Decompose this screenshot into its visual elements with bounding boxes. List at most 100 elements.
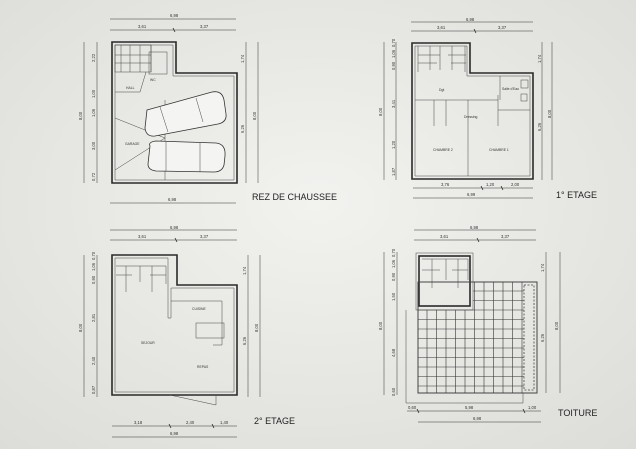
car-icon bbox=[147, 140, 226, 173]
dim-right: 6,26 bbox=[240, 124, 245, 133]
dim-left: 0,70 bbox=[91, 251, 96, 260]
dim-top-left: 3,61 bbox=[440, 234, 449, 239]
wc-room bbox=[148, 51, 168, 75]
room-label-repas: REPAS bbox=[197, 365, 209, 369]
dim-top-left: 3,61 bbox=[138, 24, 147, 29]
dim-bottom: 1,40 bbox=[220, 420, 229, 425]
dim-left: 1,50 bbox=[391, 292, 396, 301]
kitchen-island bbox=[195, 322, 225, 339]
dim-bottom-total: 6,98 bbox=[168, 197, 177, 202]
plan-toiture: 6,98 3,61 3,37 0,60 5,98 1,00 6,98 8,00 … bbox=[378, 225, 597, 423]
plan-2e-etage: 6,98 3,61 3,37 3,18 2,40 1,40 6,98 8,00 … bbox=[78, 225, 295, 438]
dim-left: 2,22 bbox=[91, 53, 96, 62]
dim-right: 6,26 bbox=[540, 333, 545, 342]
dim-right: 1,74 bbox=[537, 54, 542, 63]
dim-top-right: 3,37 bbox=[200, 234, 209, 239]
stair-housing bbox=[418, 255, 471, 307]
room-label-hall: HALL bbox=[126, 86, 135, 90]
plan-title-1er-etage: 1° ETAGE bbox=[556, 190, 597, 200]
dim-right: 1,74 bbox=[540, 263, 545, 272]
dim-top-total: 6,98 bbox=[170, 225, 179, 230]
plan-1er-etage: 6,98 3,61 3,37 3,76 1,20 2,00 6,99 8,00 … bbox=[378, 17, 597, 200]
dim-bottom: 2,40 bbox=[186, 420, 195, 425]
plan-title-toiture: TOITURE bbox=[558, 408, 597, 418]
dim-left: 2,40 bbox=[91, 356, 96, 365]
dim-right: 6,26 bbox=[537, 122, 542, 131]
dim-left: 2,81 bbox=[91, 313, 96, 322]
dim-left: 1,06 bbox=[91, 108, 96, 117]
dim-bottom: 5,98 bbox=[465, 405, 474, 410]
dimension-lines bbox=[383, 229, 561, 423]
dim-left: 0,70 bbox=[391, 38, 396, 47]
dim-top-right: 3,37 bbox=[200, 24, 209, 29]
terrace-tiles bbox=[417, 281, 538, 394]
dim-right-total: 8,00 bbox=[547, 109, 552, 118]
dim-right: 1,74 bbox=[242, 266, 247, 275]
dim-bottom-total: 6,99 bbox=[467, 192, 476, 197]
exterior-wall bbox=[411, 42, 534, 180]
dim-left-total: 8,00 bbox=[378, 107, 383, 116]
dimension-lines bbox=[383, 21, 553, 199]
shower-icon bbox=[520, 79, 529, 89]
dim-right-total: 8,00 bbox=[252, 111, 257, 120]
dim-left: 1,87 bbox=[391, 167, 396, 176]
room-label-dressing: Dressing bbox=[464, 115, 477, 119]
dim-left-total: 8,00 bbox=[78, 111, 83, 120]
planter bbox=[523, 284, 535, 391]
dimension-lines bbox=[83, 18, 259, 204]
dim-top-left: 3,61 bbox=[437, 25, 446, 30]
toilet-icon bbox=[520, 93, 528, 102]
dim-left: 4,68 bbox=[391, 348, 396, 357]
dim-left: 0,87 bbox=[91, 385, 96, 394]
dim-left: 0,90 bbox=[391, 272, 396, 281]
dim-bottom: 1,20 bbox=[486, 182, 495, 187]
dim-left: 0,90 bbox=[391, 61, 396, 70]
dim-bottom: 3,18 bbox=[134, 420, 143, 425]
exterior-wall bbox=[111, 41, 238, 184]
room-label-chambre-2: CHAMBRE 2 bbox=[433, 148, 453, 152]
room-label-cuisine: CUISINE bbox=[192, 307, 206, 311]
dim-bottom: 2,00 bbox=[511, 182, 520, 187]
exterior-wall bbox=[111, 254, 238, 396]
dim-bottom-total: 6,98 bbox=[170, 431, 179, 436]
dimension-lines bbox=[83, 229, 261, 438]
dim-top-total: 6,98 bbox=[470, 225, 479, 230]
plan-title-rez-de-chaussee: REZ DE CHAUSSEE bbox=[252, 192, 337, 202]
dim-right: 6,26 bbox=[242, 336, 247, 345]
dim-right: 1,74 bbox=[240, 54, 245, 63]
balcony bbox=[169, 394, 217, 406]
plan-rez-de-chaussee: 6,98 3,61 3,37 6,98 8,00 2,22 1,00 1,06 … bbox=[78, 13, 337, 204]
dim-right-total: 8,00 bbox=[554, 321, 559, 330]
room-label-chambre-1: CHAMBRE 1 bbox=[489, 148, 509, 152]
room-label-garage: GARAGE bbox=[125, 142, 140, 146]
dim-top-total: 6,98 bbox=[170, 13, 179, 18]
dim-left: 1,20 bbox=[391, 140, 396, 149]
dim-top-right: 3,37 bbox=[498, 25, 507, 30]
room-label-degagement: Dgt bbox=[439, 88, 444, 92]
car-icon bbox=[144, 91, 227, 137]
dim-top-left: 3,61 bbox=[138, 234, 147, 239]
dim-left-total: 8,00 bbox=[378, 321, 383, 330]
dim-left: 0,70 bbox=[391, 248, 396, 257]
plan-title-2e-etage: 2° ETAGE bbox=[254, 416, 295, 426]
dim-left: 1,06 bbox=[391, 259, 396, 268]
staircase bbox=[417, 46, 466, 72]
dim-bottom: 0,60 bbox=[408, 405, 417, 410]
dim-bottom-total: 6,98 bbox=[473, 416, 482, 421]
staircase bbox=[422, 258, 469, 288]
dim-top-right: 3,37 bbox=[501, 234, 510, 239]
dim-left: 0,72 bbox=[91, 172, 96, 181]
dim-right-total: 8,00 bbox=[254, 323, 259, 332]
roof-outline bbox=[405, 310, 524, 404]
dim-left: 1,06 bbox=[391, 49, 396, 58]
dim-left-total: 8,00 bbox=[78, 323, 83, 332]
dim-bottom: 1,00 bbox=[528, 405, 537, 410]
room-label-wc: WC bbox=[150, 78, 156, 82]
dim-left: 0,60 bbox=[391, 387, 396, 396]
dim-left: 0,90 bbox=[91, 275, 96, 284]
dim-left: 3,00 bbox=[91, 141, 96, 150]
dim-bottom: 3,76 bbox=[441, 182, 450, 187]
dim-top-total: 6,98 bbox=[466, 17, 475, 22]
